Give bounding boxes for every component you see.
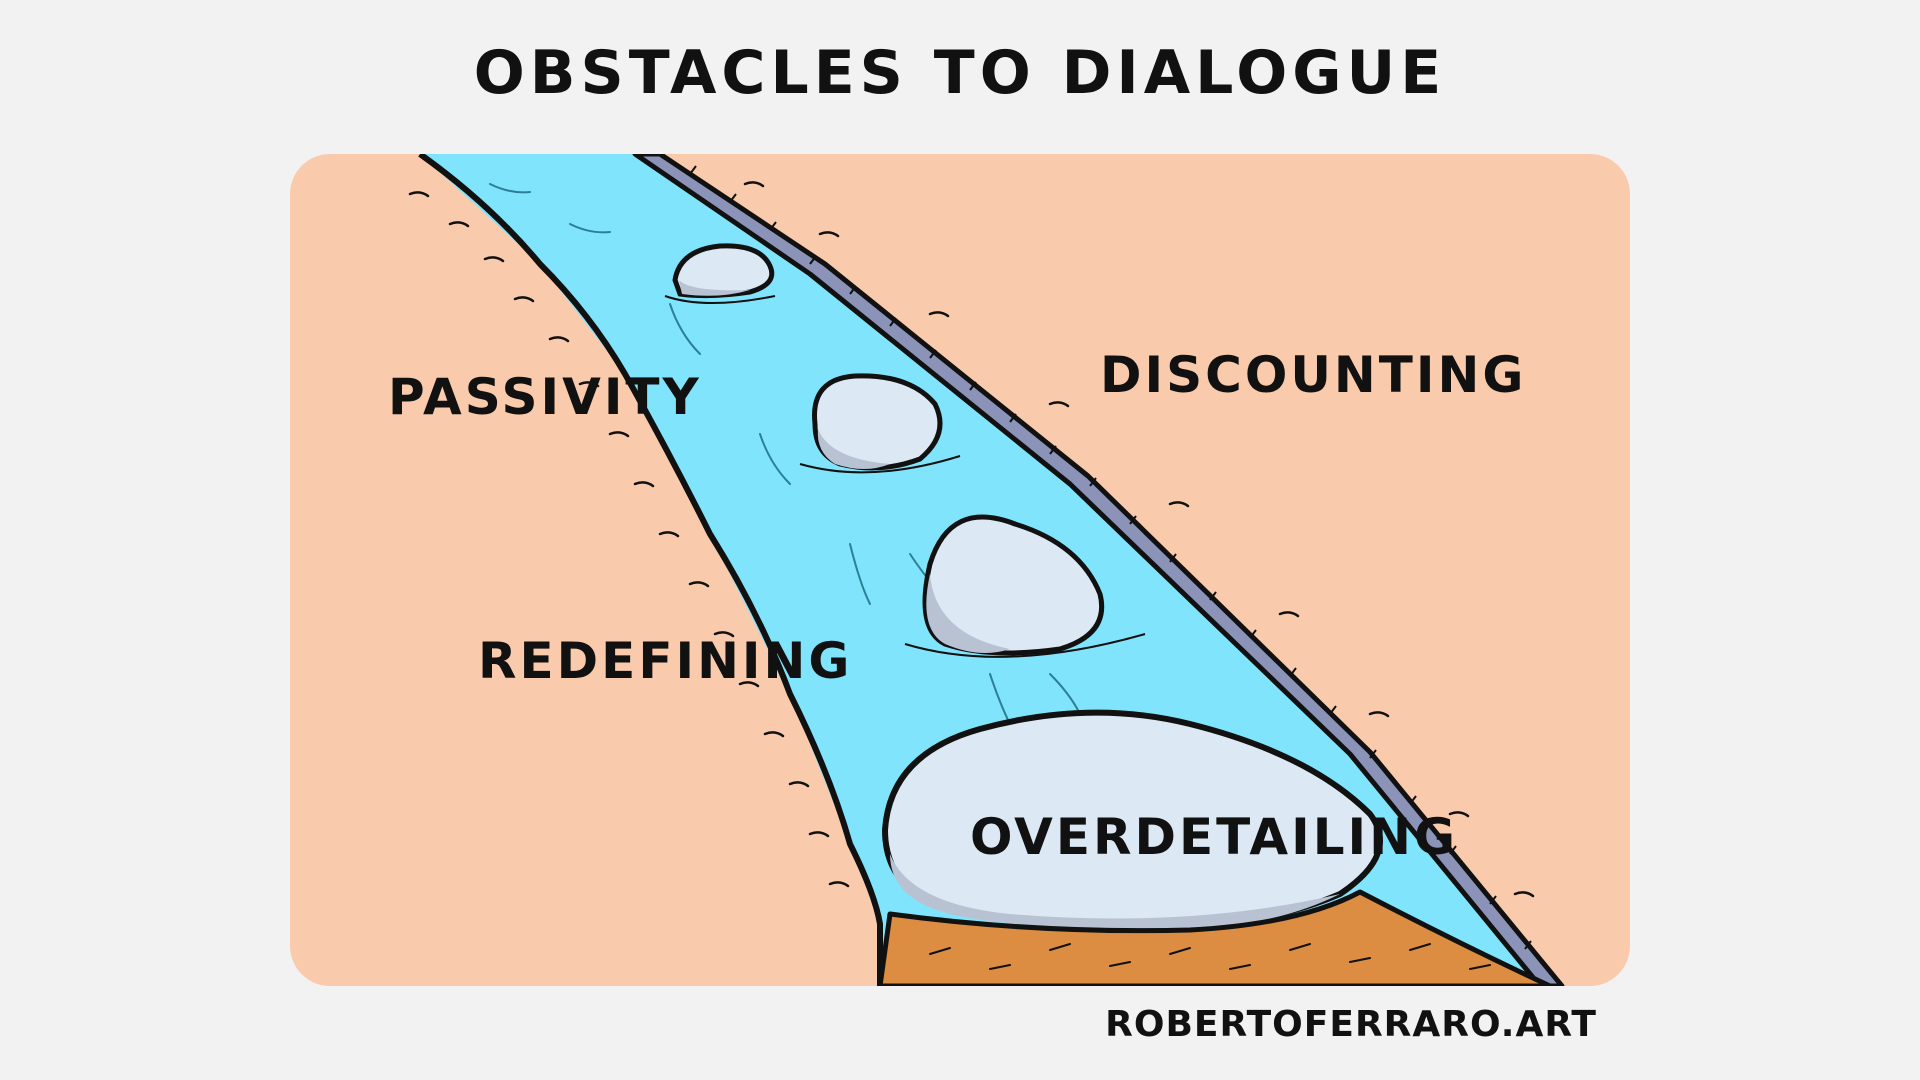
bank-hatching (689, 165, 1532, 950)
boulder (881, 709, 1383, 929)
river-illustration (408, 154, 1565, 986)
grass-tufts (408, 181, 1535, 898)
label-passivity: PASSIVITY (388, 368, 702, 426)
label-redefining: REDEFINING (478, 632, 853, 690)
rock-medium (799, 373, 961, 474)
page-title: OBSTACLES TO DIALOGUE (473, 38, 1447, 108)
credit-text: ROBERTOFERRARO.ART (1105, 1004, 1597, 1045)
label-discounting: DISCOUNTING (1100, 346, 1527, 404)
left-bank-outline (418, 154, 883, 986)
illustration-panel: PASSIVITY DISCOUNTING REDEFINING OVERDET… (290, 154, 1630, 986)
soil-texture (929, 943, 1491, 970)
rock-small (664, 243, 776, 304)
soil (877, 889, 1553, 986)
river-bank-stripe (632, 154, 1565, 986)
label-overdetailing: OVERDETAILING (970, 808, 1459, 866)
rock-large (904, 514, 1146, 658)
